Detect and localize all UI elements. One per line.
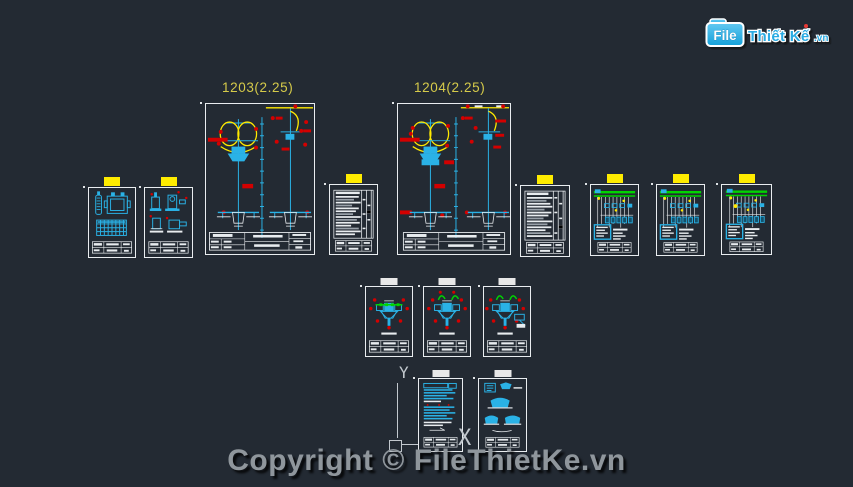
ucs-origin-box <box>389 440 402 452</box>
detail-drawing <box>483 382 523 448</box>
filethietke-logo: File Thiết Kế .vn <box>705 18 829 47</box>
ucs-x-axis-label: X <box>458 426 472 451</box>
sheet-detail-c[interactable] <box>473 370 527 452</box>
title-block <box>663 242 698 253</box>
sheet-detail-a[interactable] <box>83 177 136 258</box>
sheet-assembly-detail-1[interactable] <box>360 278 413 357</box>
pole-side-view <box>265 104 314 231</box>
sheet-material-table-1[interactable] <box>324 174 378 255</box>
pole-side-view <box>460 104 510 231</box>
logo-domain-text: .vn <box>814 33 828 44</box>
detail-drawing <box>91 191 133 254</box>
sheet-tab[interactable] <box>537 175 553 184</box>
title-block <box>208 232 312 251</box>
sheet-tab[interactable] <box>606 174 623 183</box>
logo-file-text: File <box>713 28 737 43</box>
pole-front-view <box>207 119 259 231</box>
table-drawing <box>524 190 566 254</box>
sheet-pole-elevation-1204[interactable] <box>392 102 511 255</box>
title-block <box>148 241 189 254</box>
logo-folder-icon <box>705 22 745 47</box>
pole-label-1203[interactable]: 1203(2.25) <box>222 80 294 95</box>
dimension-line <box>454 117 458 238</box>
ucs-x-axis-line <box>402 444 418 445</box>
ucs-y-axis-line <box>397 383 398 438</box>
sheet-pole-elevation-1203[interactable] <box>200 102 315 255</box>
table-drawing <box>333 189 374 252</box>
sheet-wiring-diagram-3[interactable] <box>716 174 772 255</box>
sheet-assembly-detail-2[interactable] <box>418 278 471 357</box>
wiring-drawing <box>658 188 703 253</box>
wiring-drawing <box>724 187 769 253</box>
title-block <box>368 340 410 353</box>
sheet-tab[interactable] <box>438 278 456 285</box>
sheet-tab[interactable] <box>738 174 755 183</box>
sheet-wiring-diagram-1[interactable] <box>585 174 639 256</box>
wiring-drawing <box>592 188 637 253</box>
title-block <box>91 241 133 254</box>
sheet-material-table-2[interactable] <box>515 175 570 257</box>
assembly-drawing <box>484 295 528 353</box>
sheet-tab[interactable] <box>160 177 177 186</box>
assembly-drawing <box>368 297 410 353</box>
title-block <box>525 242 565 254</box>
sheet-tab[interactable] <box>380 278 398 285</box>
sheet-tab[interactable] <box>104 177 120 186</box>
title-block <box>334 240 373 252</box>
detail-drawing <box>148 191 189 254</box>
ucs-y-axis-label: Y <box>399 363 409 382</box>
assembly-drawing <box>426 290 468 353</box>
title-block <box>485 437 520 448</box>
sheet-tab[interactable] <box>672 174 689 183</box>
sheet-assembly-detail-3[interactable] <box>478 278 531 357</box>
sheet-detail-b[interactable] <box>139 177 193 258</box>
sheet-tab[interactable] <box>432 370 449 377</box>
sheet-tab[interactable] <box>498 278 516 285</box>
pole-elevation-drawing <box>399 104 510 251</box>
sheet-wiring-diagram-2[interactable] <box>651 174 705 256</box>
title-block <box>402 232 506 251</box>
title-block <box>426 340 468 353</box>
pole-label-1204[interactable]: 1204(2.25) <box>414 80 486 95</box>
title-block <box>423 436 458 448</box>
title-block <box>729 241 764 253</box>
title-block <box>597 242 632 253</box>
pole-front-view <box>399 119 454 231</box>
sheet-tab[interactable] <box>494 370 511 377</box>
logo-accent-dot <box>804 24 808 28</box>
logo-brand-text: Thiết Kế <box>748 28 810 45</box>
sheet-tab[interactable] <box>345 174 362 183</box>
sheet-notes[interactable] <box>413 370 463 452</box>
title-block <box>486 340 528 353</box>
notes-drawing <box>423 382 458 448</box>
dimension-line <box>260 117 264 238</box>
pole-elevation-drawing <box>207 104 314 251</box>
